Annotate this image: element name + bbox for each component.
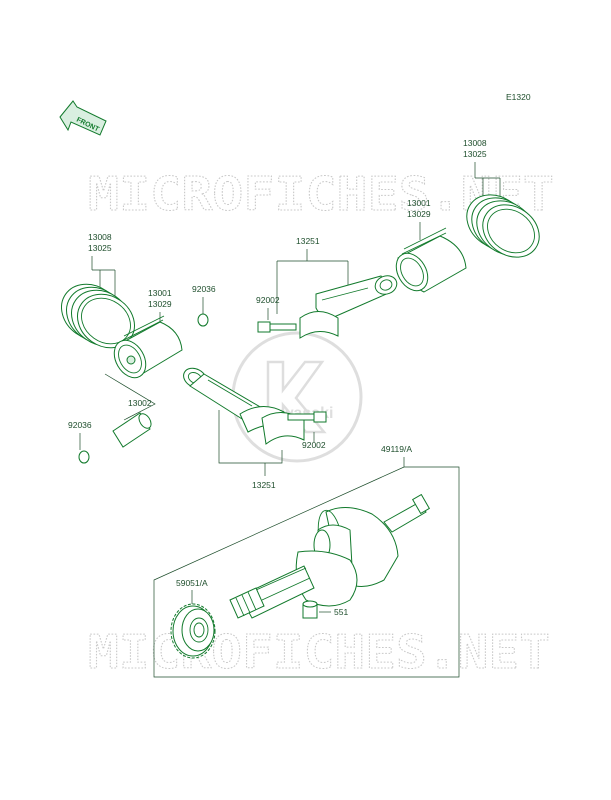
piston-rings-left bbox=[61, 283, 135, 349]
label-piston-left-1: 13001 bbox=[148, 288, 172, 298]
watermark-bottom: MICROFICHES.NET bbox=[88, 625, 550, 679]
label-pin: 13002 bbox=[128, 398, 152, 408]
label-rings-left-2: 13025 bbox=[88, 243, 112, 253]
label-dowel: 551 bbox=[334, 607, 348, 617]
label-crankshaft: 49119/A bbox=[381, 444, 412, 454]
label-rings-left-1: 13008 bbox=[88, 232, 112, 242]
piston-pin-clip-lower bbox=[78, 450, 90, 464]
label-piston-left-2: 13029 bbox=[148, 299, 172, 309]
label-rings-right-1: 13008 bbox=[463, 138, 487, 148]
label-rod-lower-set: 13251 bbox=[252, 480, 276, 490]
connecting-rod-upper bbox=[299, 275, 398, 339]
piston-left bbox=[113, 315, 183, 379]
label-bolt-upper: 92002 bbox=[256, 295, 280, 305]
label-clip-upper: 92036 bbox=[192, 284, 216, 294]
piston-rings-right bbox=[466, 194, 540, 258]
front-arrow-icon: FRONT bbox=[59, 100, 107, 136]
label-bolt-lower: 92002 bbox=[302, 440, 326, 450]
label-clip-lower: 92036 bbox=[68, 420, 92, 430]
rod-bolt-lower bbox=[287, 411, 327, 423]
crankshaft-gear bbox=[170, 603, 216, 659]
page-code: E1320 bbox=[506, 92, 531, 102]
piston-right bbox=[395, 227, 467, 293]
crankshaft bbox=[229, 493, 431, 619]
piston-pin-clip-upper bbox=[197, 313, 209, 327]
piston-pin bbox=[112, 412, 152, 448]
rod-bolt-upper bbox=[257, 321, 297, 333]
label-rod-upper-set: 13251 bbox=[296, 236, 320, 246]
label-gear: 59051/A bbox=[176, 578, 208, 588]
dowel-pin bbox=[302, 600, 318, 619]
label-rings-right-2: 13025 bbox=[463, 149, 487, 159]
label-piston-right-2: 13029 bbox=[407, 209, 431, 219]
crankshaft-bracket bbox=[153, 466, 460, 678]
label-piston-right-1: 13001 bbox=[407, 198, 431, 208]
watermark-logo: Kawasaki bbox=[231, 331, 363, 463]
